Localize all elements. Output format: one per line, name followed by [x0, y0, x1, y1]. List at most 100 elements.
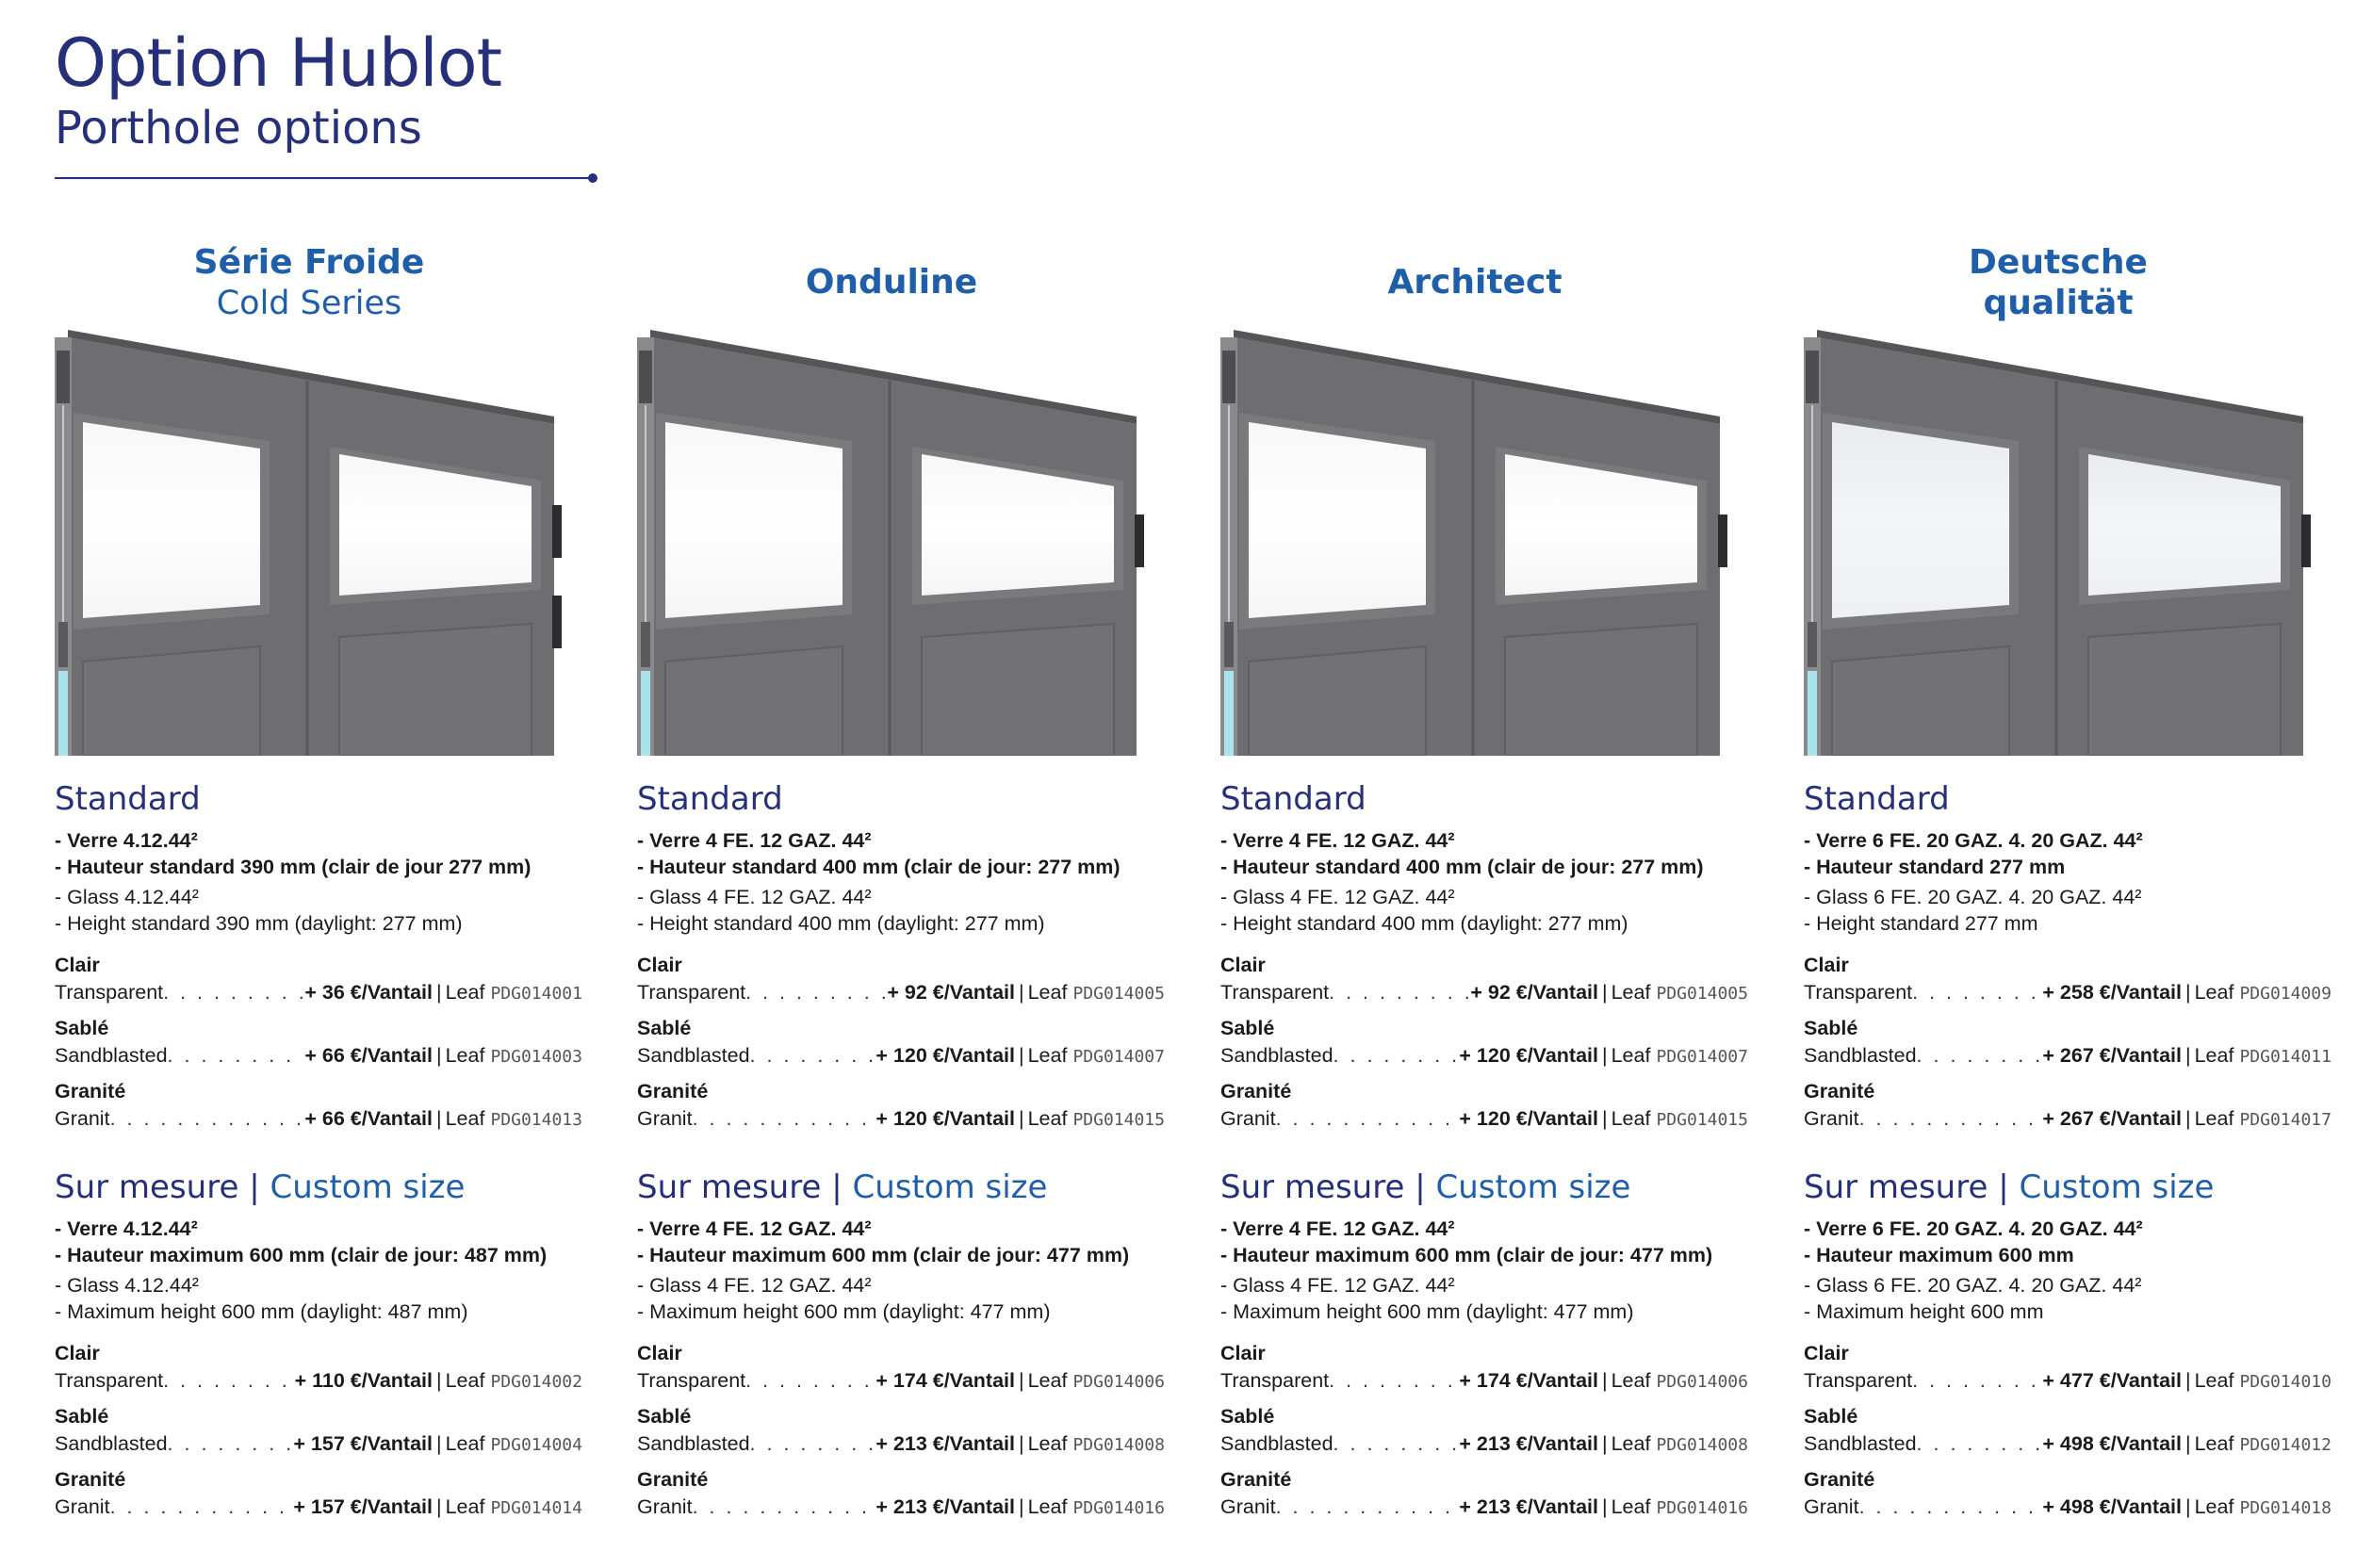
heading-separator: |	[249, 1168, 270, 1206]
page-title: Option Hublot	[55, 24, 502, 102]
standard-heading: Standard	[1220, 780, 1366, 818]
spec-line-en: - Glass 4.12.44²	[55, 1274, 199, 1297]
price-value: + 120 €/Vantail	[875, 1044, 1015, 1067]
custom-heading-fr: Sur mesure	[1220, 1168, 1405, 1206]
leaf-label: Leaf	[1611, 1107, 1651, 1130]
separator: |	[436, 1432, 442, 1455]
product-code: PDG014015	[1656, 1110, 1748, 1130]
dot-leader: . . . . . . . . . . . . . . . . . . . . …	[1858, 1495, 2043, 1518]
leaf-label: Leaf	[445, 1107, 485, 1130]
spec-line-en: - Glass 4 FE. 12 GAZ. 44²	[1220, 886, 1455, 908]
dot-leader: . . . . . . . . . . . . . . . . . . . . …	[1912, 981, 2042, 1004]
standard-heading: Standard	[55, 780, 201, 818]
spec-line-en: - Glass 4 FE. 12 GAZ. 44²	[637, 886, 872, 908]
spec-line-fr: - Hauteur maximum 600 mm (clair de jour:…	[637, 1244, 1130, 1266]
separator: |	[1019, 1107, 1024, 1130]
price-option: Sablé Sandblasted . . . . . . . . . . . …	[1220, 1017, 1767, 1073]
price-value: + 213 €/Vantail	[1459, 1432, 1598, 1455]
price-option: Granité Granit . . . . . . . . . . . . .…	[637, 1080, 1184, 1136]
price-line: Granit . . . . . . . . . . . . . . . . .…	[55, 1495, 582, 1519]
product-code: PDG014008	[1656, 1435, 1748, 1455]
separator: |	[1019, 1369, 1024, 1392]
finish-name-en: Granit	[637, 1107, 693, 1130]
page-subtitle: Porthole options	[55, 102, 422, 155]
price-line: Sandblasted . . . . . . . . . . . . . . …	[55, 1044, 582, 1068]
separator: |	[2185, 1044, 2191, 1067]
price-value: + 157 €/Vantail	[293, 1495, 433, 1518]
price-value: + 120 €/Vantail	[1459, 1044, 1598, 1067]
separator: |	[1602, 1369, 1608, 1392]
price-option: Clair Transparent . . . . . . . . . . . …	[1220, 1342, 1767, 1398]
price-line: Transparent . . . . . . . . . . . . . . …	[637, 1369, 1165, 1393]
finish-name-fr: Sablé	[637, 1405, 692, 1428]
title-underline	[55, 177, 592, 179]
standard-spec: - Verre 4 FE. 12 GAZ. 44² - Hauteur stan…	[637, 827, 1184, 937]
finish-name-en: Sandblasted	[55, 1044, 168, 1067]
finish-name-en: Transparent	[1804, 1369, 1913, 1392]
series-title: Onduline	[637, 236, 1146, 330]
price-value: + 66 €/Vantail	[304, 1107, 433, 1130]
heading-separator: |	[1998, 1168, 2020, 1206]
dot-leader: . . . . . . . . . . . . . . . . . . . . …	[1329, 1369, 1459, 1392]
leaf-label: Leaf	[1027, 1369, 1068, 1392]
finish-name-en: Sandblasted	[1804, 1432, 1917, 1455]
product-code: PDG014005	[1656, 984, 1748, 1004]
custom-heading-fr: Sur mesure	[637, 1168, 822, 1206]
separator: |	[1019, 1495, 1024, 1518]
price-line: Sandblasted . . . . . . . . . . . . . . …	[637, 1044, 1165, 1068]
finish-name-fr: Sablé	[55, 1017, 109, 1039]
price-value: + 498 €/Vantail	[2042, 1495, 2182, 1518]
leaf-label: Leaf	[1027, 981, 1068, 1004]
price-value: + 66 €/Vantail	[304, 1044, 433, 1067]
custom-heading-fr: Sur mesure	[55, 1168, 239, 1206]
price-line: Sandblasted . . . . . . . . . . . . . . …	[55, 1432, 582, 1456]
leaf-label: Leaf	[1611, 1432, 1651, 1455]
finish-name-fr: Sablé	[637, 1017, 692, 1039]
standard-spec: - Verre 4 FE. 12 GAZ. 44² - Hauteur stan…	[1220, 827, 1767, 937]
series-title-primary: Deutsche	[1969, 242, 2148, 282]
product-code: PDG014016	[1072, 1498, 1165, 1518]
price-line: Transparent . . . . . . . . . . . . . . …	[55, 981, 582, 1004]
separator: |	[2185, 981, 2191, 1004]
spec-line-fr: - Hauteur maximum 600 mm (clair de jour:…	[55, 1244, 548, 1266]
series-title: Deutsche qualität	[1804, 236, 2313, 330]
finish-name-fr: Clair	[55, 1342, 100, 1364]
dot-leader: . . . . . . . . . . . . . . . . . . . . …	[163, 1369, 294, 1392]
finish-name-fr: Sablé	[55, 1405, 109, 1428]
separator: |	[436, 1495, 442, 1518]
product-code: PDG014013	[490, 1110, 582, 1130]
price-value: + 36 €/Vantail	[304, 981, 433, 1004]
price-option: Granité Granit . . . . . . . . . . . . .…	[1220, 1080, 1767, 1136]
custom-heading-en: Custom size	[270, 1168, 466, 1206]
heading-separator: |	[1415, 1168, 1436, 1206]
product-code: PDG014006	[1072, 1372, 1165, 1392]
price-option: Clair Transparent . . . . . . . . . . . …	[1804, 1342, 2350, 1398]
price-option: Clair Transparent . . . . . . . . . . . …	[637, 1342, 1184, 1398]
spec-line-en: - Height standard 400 mm (daylight: 277 …	[1220, 912, 1628, 935]
finish-name-fr: Clair	[55, 954, 100, 976]
dot-leader: . . . . . . . . . . . . . . . . . . . . …	[1916, 1432, 2043, 1455]
spec-line-fr: - Verre 4.12.44²	[55, 1217, 198, 1240]
finish-name-fr: Clair	[637, 954, 682, 976]
leaf-label: Leaf	[445, 1369, 485, 1392]
finish-name-en: Granit	[637, 1495, 693, 1518]
finish-name-fr: Sablé	[1220, 1017, 1275, 1039]
finish-name-fr: Granité	[1220, 1080, 1292, 1102]
finish-name-en: Granit	[55, 1107, 110, 1130]
separator: |	[436, 981, 442, 1004]
custom-spec: - Verre 6 FE. 20 GAZ. 4. 20 GAZ. 44² - H…	[1804, 1216, 2350, 1325]
dot-leader: . . . . . . . . . . . . . . . . . . . . …	[167, 1044, 305, 1067]
leaf-label: Leaf	[2194, 981, 2234, 1004]
spec-line-en: - Height standard 400 mm (daylight: 277 …	[637, 912, 1045, 935]
leaf-label: Leaf	[1027, 1044, 1068, 1067]
leaf-label: Leaf	[445, 981, 485, 1004]
finish-name-fr: Clair	[1804, 1342, 1849, 1364]
price-line: Granit . . . . . . . . . . . . . . . . .…	[637, 1107, 1165, 1131]
standard-spec: - Verre 4.12.44² - Hauteur standard 390 …	[55, 827, 601, 937]
price-value: + 213 €/Vantail	[1459, 1495, 1598, 1518]
series-title-primary: Onduline	[805, 263, 978, 302]
custom-heading: Sur mesure | Custom size	[1220, 1168, 1630, 1206]
door-porthole-image	[55, 330, 564, 757]
finish-name-en: Granit	[1804, 1107, 1859, 1130]
leaf-label: Leaf	[2194, 1369, 2234, 1392]
